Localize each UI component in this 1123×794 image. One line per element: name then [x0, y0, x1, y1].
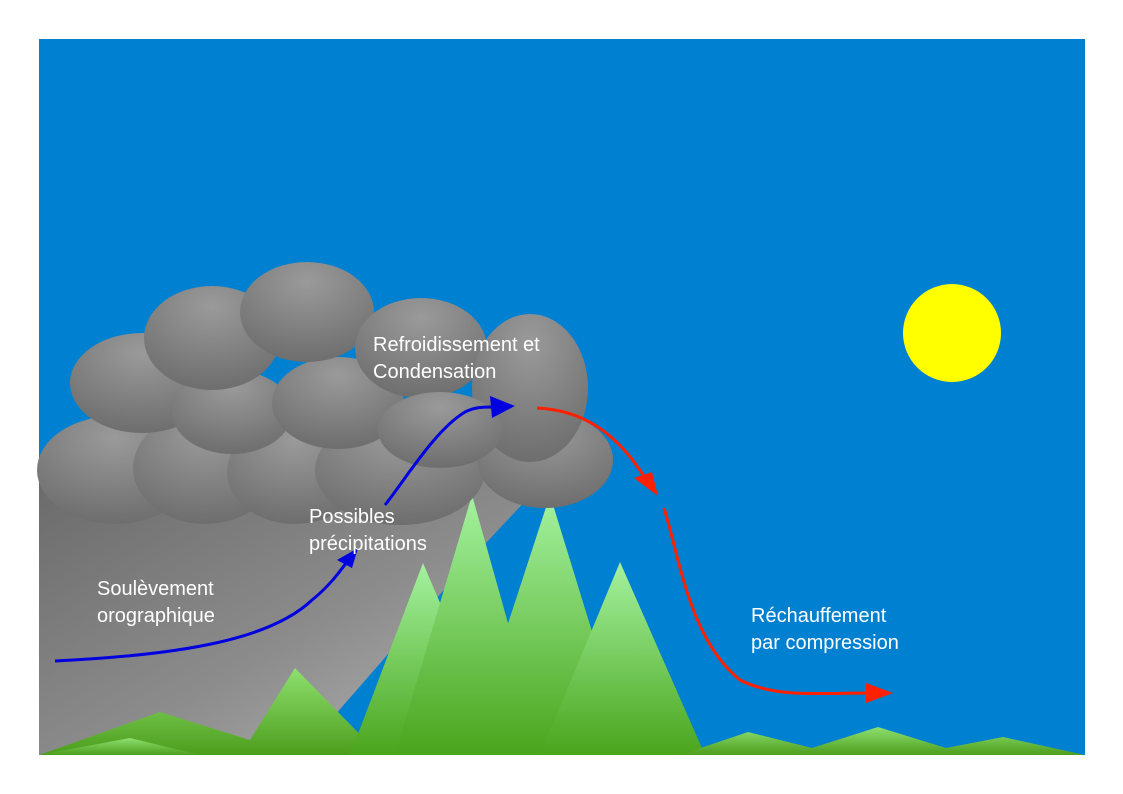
label-rechauffement-line1: Réchauffement [751, 605, 887, 627]
grass-right [680, 727, 1085, 755]
mountain-right [540, 562, 705, 755]
descent-arrow-lower [662, 507, 871, 696]
ascent-arrow-upper [383, 405, 494, 506]
descent-arrowhead-upper [634, 472, 658, 496]
descent-arrow-upper [536, 406, 647, 479]
storm-cloud [37, 262, 613, 525]
ascent-arrowhead-lower [337, 548, 358, 568]
label-precipitations: Possibles précipitations [309, 504, 427, 558]
label-rechauffement-line2: par compression [751, 632, 899, 654]
label-soulevement: Soulèvement orographique [97, 576, 215, 630]
label-precipitations-line1: Possibles [309, 506, 395, 528]
descent-arrowhead-lower [866, 683, 893, 703]
ascent-arrowhead-upper [490, 396, 515, 418]
label-refroidissement-line1: Refroidissement et [373, 334, 540, 356]
precipitation-area [39, 470, 545, 755]
label-precipitations-line2: précipitations [309, 533, 427, 555]
label-rechauffement: Réchauffement par compression [751, 603, 899, 657]
label-soulevement-line1: Soulèvement [97, 578, 214, 600]
label-soulevement-line2: orographique [97, 605, 215, 627]
label-refroidissement-line2: Condensation [373, 361, 497, 383]
label-refroidissement: Refroidissement et Condensation [373, 332, 540, 386]
hill-left [39, 668, 380, 755]
sun-icon [903, 284, 1001, 382]
grass-foreground [39, 738, 200, 755]
ascent-arrow-lower [54, 557, 352, 663]
